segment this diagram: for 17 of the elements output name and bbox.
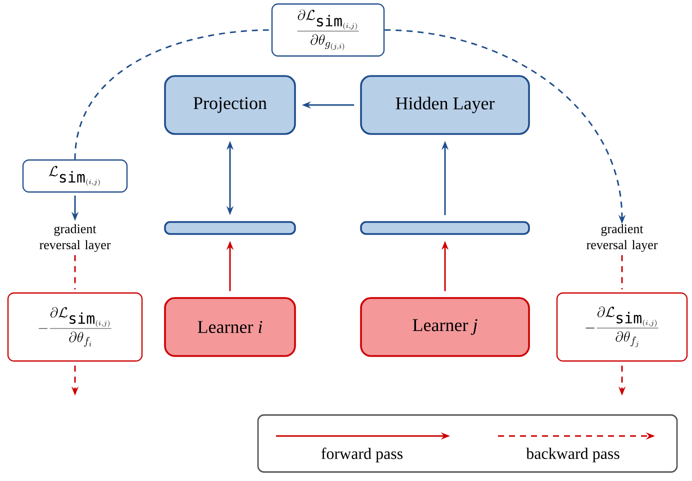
embedding-bar — [360, 221, 530, 235]
legend-text: backward pass — [526, 448, 620, 462]
process-box: Projection — [164, 75, 296, 135]
layer-label: gradient reversal layer — [40, 224, 111, 252]
learner-box: Learner i — [164, 297, 296, 357]
formula-box: $\mathcal{L}_{\texttt{sim}_{(i,j)}}$ — [22, 159, 128, 193]
dashed-line — [74, 29, 272, 160]
formula-box: $\frac{\partial \mathcal{L}_{\texttt{sim}_{(i,j)}}}{\partial \theta_{g_{(j,i)}}}$ — [271, 3, 385, 57]
gradient-box: $-\frac{\partial \mathcal{L}_{\texttt{sim}_{(i,j)}}}{\partial \theta_{f_j}}$ — [556, 292, 688, 362]
layer-label: gradient reversal layer — [586, 224, 658, 252]
dashed-line — [74, 255, 76, 290]
learner-box: Learnerj — [360, 297, 530, 357]
embedding-bar — [164, 221, 296, 235]
process-box: Hidden Layer — [360, 75, 530, 135]
legend-text: forward pass — [321, 448, 403, 462]
gradient-box: $-\frac{\partial \mathcal{L}_{\texttt{sim}_{(i,j)}}}{\partial \theta_{f_i}}$ — [7, 292, 143, 362]
dashed-line — [621, 255, 623, 290]
